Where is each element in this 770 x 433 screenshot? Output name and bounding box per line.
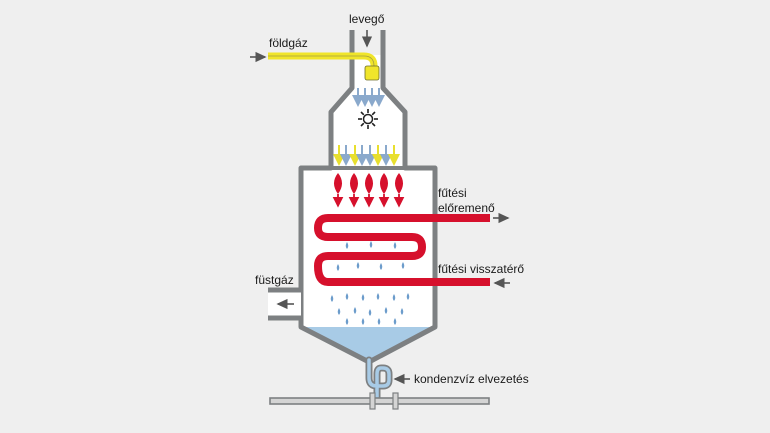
- water-drop-icon: [356, 262, 360, 269]
- condensate-droplets: [330, 241, 410, 325]
- water-drop-icon: [377, 318, 381, 325]
- water-drop-icon: [401, 262, 405, 269]
- gas-air-mix-arrows: [333, 145, 400, 166]
- water-drop-icon: [361, 294, 365, 301]
- water-drop-icon: [400, 308, 404, 315]
- water-drop-icon: [369, 241, 373, 248]
- flame-icon: [348, 173, 360, 208]
- condensate-drain-trap: [365, 356, 393, 404]
- gas-nozzle: [364, 65, 380, 81]
- water-drop-icon: [330, 295, 334, 302]
- label-gas: földgáz: [269, 36, 308, 50]
- flame-icon: [332, 173, 344, 208]
- water-drop-icon: [336, 264, 340, 271]
- condensate-pool: [301, 327, 435, 362]
- boiler-interior: [301, 55, 435, 362]
- label-flue: füstgáz: [255, 273, 294, 287]
- flame-icon: [363, 173, 375, 208]
- water-drop-icon: [379, 263, 383, 270]
- water-drop-icon: [361, 318, 365, 325]
- label-return: fűtési visszatérő: [438, 262, 524, 276]
- water-drop-icon: [353, 307, 357, 314]
- water-drop-icon: [393, 318, 397, 325]
- label-flow-line1: fűtési: [438, 186, 467, 200]
- water-drop-icon: [392, 294, 396, 301]
- gas-pipe: [268, 52, 380, 81]
- label-condensate: kondenzvíz elvezetés: [414, 372, 529, 386]
- flame-icon: [378, 173, 390, 208]
- flame-icon: [393, 173, 405, 208]
- water-drop-icon: [345, 242, 349, 249]
- water-drop-icon: [368, 309, 372, 316]
- label-flow-line2: előremenő: [438, 201, 495, 215]
- water-drop-icon: [406, 293, 410, 300]
- heat-exchanger-coil: [314, 214, 490, 286]
- burner-flames: [332, 173, 405, 208]
- label-air: levegő: [349, 12, 385, 26]
- air-flow-arrows: [352, 88, 385, 107]
- water-drop-icon: [337, 308, 341, 315]
- water-drop-icon: [393, 242, 397, 249]
- drain-line: [269, 392, 490, 410]
- water-drop-icon: [376, 293, 380, 300]
- fan-icon: [358, 109, 378, 129]
- water-drop-icon: [384, 307, 388, 314]
- water-drop-icon: [345, 318, 349, 325]
- water-drop-icon: [345, 293, 349, 300]
